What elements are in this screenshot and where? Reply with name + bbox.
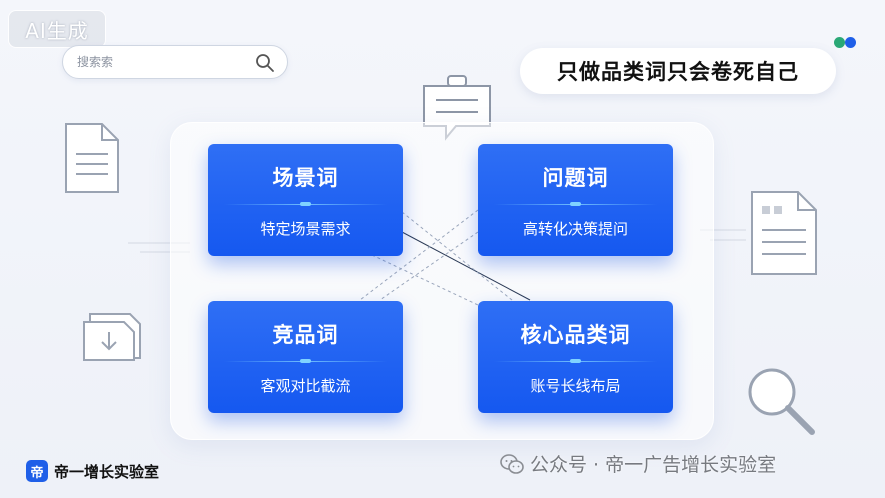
card-subtitle: 特定场景需求 — [260, 220, 351, 238]
document-icon — [65, 123, 119, 193]
card-title: 问题词 — [542, 166, 609, 190]
card-divider-accent — [570, 202, 581, 206]
card-divider-accent — [300, 359, 311, 363]
card-subtitle: 账号长线布局 — [530, 377, 621, 395]
blue-dot — [845, 37, 856, 48]
card-divider-accent — [300, 202, 311, 206]
download-tray-icon — [83, 313, 141, 361]
wechat-watermark: 公众号 · 帝一广告增长实验室 — [500, 450, 776, 477]
card-title: 场景词 — [272, 166, 339, 190]
search-icon[interactable] — [255, 53, 275, 73]
card-subtitle: 客观对比截流 — [260, 377, 351, 395]
card-scenario-keywords: 场景词 特定场景需求 — [208, 144, 403, 256]
card-subtitle: 高转化决策提问 — [522, 220, 628, 238]
card-divider-accent — [570, 359, 581, 363]
footer-brand: 帝 帝一增长实验室 — [26, 460, 159, 482]
card-competitor-keywords: 竞品词 客观对比截流 — [208, 301, 403, 413]
card-title: 竞品词 — [272, 323, 339, 347]
card-question-keywords: 问题词 高转化决策提问 — [478, 144, 673, 256]
green-dot — [834, 37, 845, 48]
page-title: 只做品类词只会卷死自己 — [520, 48, 836, 94]
ai-generated-badge: AI生成 — [8, 10, 106, 48]
search-bar[interactable] — [62, 45, 288, 79]
magnifier-icon — [748, 368, 815, 435]
wechat-icon — [500, 453, 524, 474]
decorative-dots — [834, 37, 860, 49]
card-title: 核心品类词 — [520, 323, 631, 347]
search-input[interactable] — [77, 52, 247, 72]
brand-name: 帝一增长实验室 — [54, 462, 160, 481]
brand-logo: 帝 — [26, 460, 48, 482]
card-core-category-keywords: 核心品类词 账号长线布局 — [478, 301, 673, 413]
document-with-image-icon — [751, 191, 817, 275]
watermark-text: 公众号 · 帝一广告增长实验室 — [530, 454, 777, 476]
